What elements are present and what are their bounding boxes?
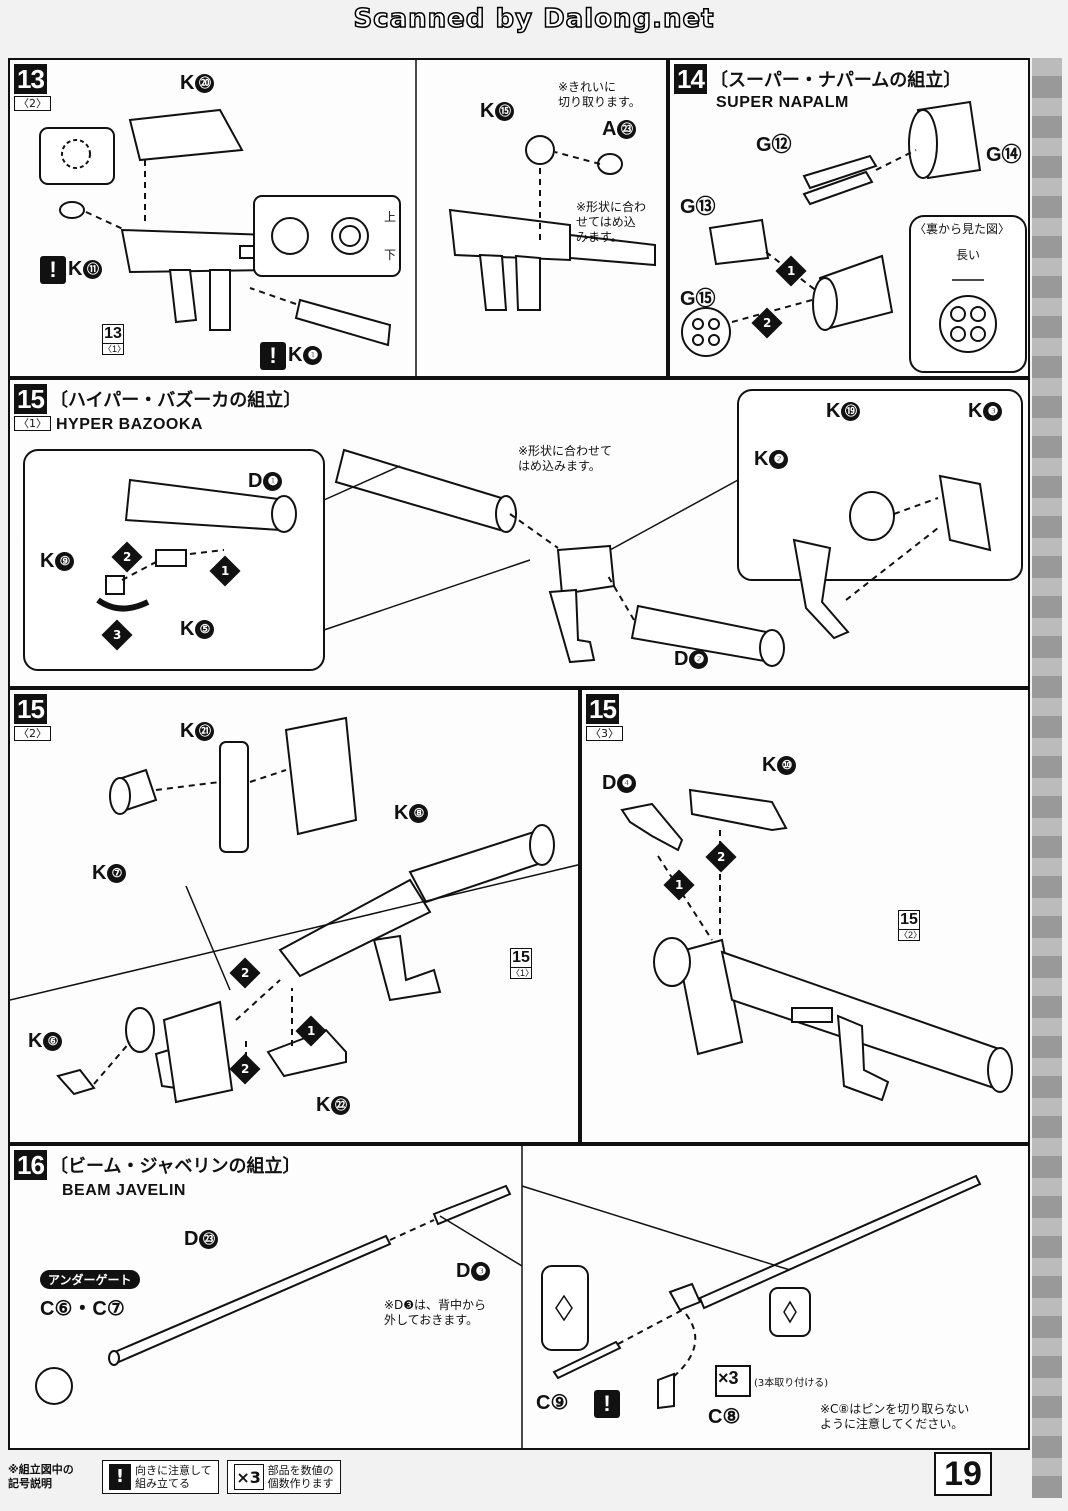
substep-label: 〈3〉 [586, 726, 623, 741]
note-d3-remove: ※D❸は、背中から 外しておきます。 [384, 1298, 487, 1327]
step-number: 15 [14, 384, 47, 414]
label-up: 上 [384, 210, 397, 224]
step-number: 15 [586, 694, 619, 724]
note-c8-pin: ※C⑧はピンを切り取らない ように注意してください。 [820, 1402, 970, 1431]
substep-label: 〈2〉 [14, 96, 51, 111]
step-reference-15-1: 15〈1〉 [510, 948, 535, 979]
quantity-x3: ×3 [718, 1368, 739, 1388]
step-15-2-illustration [10, 716, 578, 1104]
note-fit-shape: ※形状に合わ せてはめ込 みます。 [576, 200, 647, 244]
page-number: 19 [934, 1452, 992, 1496]
long-label: 長い [956, 248, 981, 262]
step-16-illustration [35, 1146, 982, 1448]
step-number: 15 [14, 694, 47, 724]
step-15-1-panel: 15 〈1〉 〔ハイパー・バズーカの組立〕 HYPER BAZOOKA ※形状に… [8, 378, 1030, 688]
step-reference-13-1: 13〈1〉 [102, 324, 127, 355]
orientation-warning-icon: ! [594, 1390, 620, 1418]
substep-label: 〈1〉 [14, 416, 51, 431]
section-title-jp: 〔ハイパー・バズーカの組立〕 [50, 390, 302, 411]
back-view-label: 〈裏から見た図〉 [914, 222, 1011, 236]
label-down: 下 [384, 248, 397, 262]
page-edge-strip [1032, 58, 1062, 1498]
part-label-c6-c7: C⑥・C⑦ [40, 1298, 125, 1320]
legend-quantity-text: 部品を数値の 個数作ります [267, 1464, 334, 1490]
quantity-icon: ×3 [233, 1464, 264, 1490]
step-14-illustration [681, 100, 1027, 373]
undergate-badge: アンダーゲート [40, 1270, 140, 1289]
note-clean-cut: ※きれいに 切り取ります。 [558, 80, 641, 109]
section-title-en: HYPER BAZOOKA [56, 416, 203, 433]
part-label-c8: C⑧ [708, 1406, 741, 1428]
x3-note: (3本取り付ける) [754, 1378, 829, 1389]
step-13-illustration [39, 60, 656, 376]
orientation-warning-icon: ! [40, 256, 66, 284]
symbol-legend: ※組立図中の 記号説明 ! 向きに注意して 組み立てる ×3 部品を数値の 個数… [8, 1458, 378, 1496]
legend-quantity: ×3 部品を数値の 個数作ります [226, 1460, 341, 1494]
step-15-3-illustration [620, 788, 1013, 1102]
warning-icon: ! [109, 1464, 131, 1490]
step-14-panel: 14 〔スーパー・ナパームの組立〕 SUPER NAPALM G⑫ G⑭ G⑬ … [668, 58, 1030, 378]
part-label-g12: G⑫ [756, 134, 792, 156]
legend-warning-text: 向きに注意して 組み立てる [135, 1464, 212, 1490]
step-reference-15-2: 15〈2〉 [898, 910, 923, 941]
part-label-g14: G⑭ [986, 144, 1022, 166]
legend-lead: ※組立図中の 記号説明 [8, 1463, 74, 1490]
part-label-c9: C⑨ [536, 1392, 569, 1414]
step-number: 13 [14, 64, 47, 94]
section-title-en: BEAM JAVELIN [62, 1182, 186, 1199]
section-title-jp: 〔ビーム・ジャベリンの組立〕 [50, 1156, 301, 1177]
watermark: Scanned by Dalong.net [353, 3, 715, 35]
section-title-jp: 〔スーパー・ナパームの組立〕 [710, 70, 962, 91]
orientation-warning-icon: ! [260, 342, 286, 370]
note-fit-shape: ※形状に合わせて はめ込みます。 [518, 444, 613, 473]
substep-label: 〈2〉 [14, 726, 51, 741]
step-number: 14 [674, 64, 707, 94]
part-label-g15: G⑮ [680, 288, 716, 310]
legend-warning: ! 向きに注意して 組み立てる [102, 1460, 219, 1494]
step-number: 16 [14, 1150, 47, 1180]
section-title-en: SUPER NAPALM [716, 94, 849, 111]
part-label-g13: G⑬ [680, 196, 716, 218]
step-15-1-illustration [23, 389, 1023, 671]
